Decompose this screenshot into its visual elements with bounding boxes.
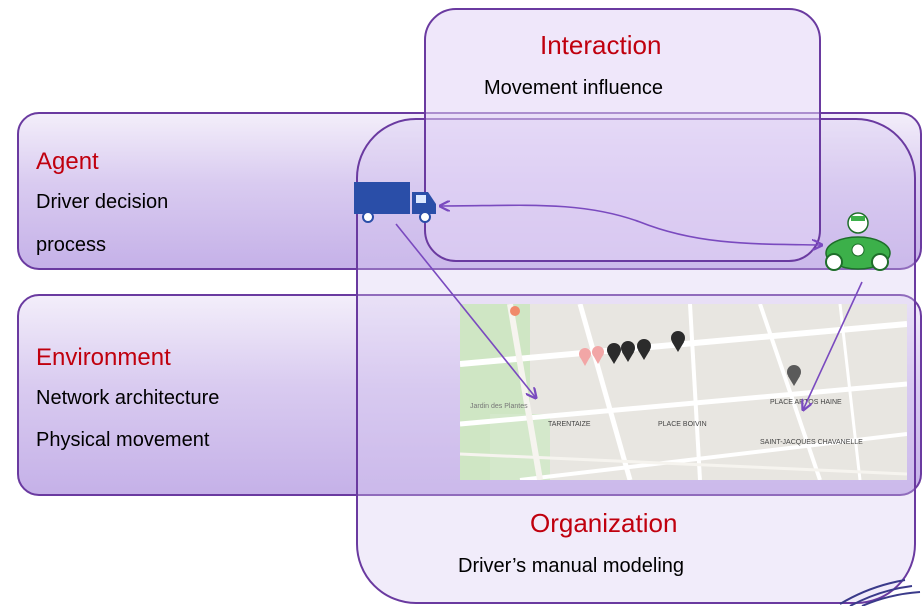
organization-subtitle: Driver’s manual modeling [458,555,685,577]
interaction-title: Interaction [540,30,662,60]
environment-line2: Physical movement [36,429,210,451]
interaction-subtitle: Movement influence [484,77,663,99]
svg-text:Jardin des Plantes: Jardin des Plantes [470,403,528,410]
map-label-saint-jacques: SAINT-JACQUES CHAVANELLE [760,439,863,446]
agent-line1: Driver decision [36,191,169,213]
environment-title: Environment [36,344,171,371]
truck-to-map-arrow [395,223,536,398]
map-pin-icon [510,306,801,386]
map-graphic: Jardin des Plantes TARENTAIZE PLACE BOIV… [460,304,907,480]
interaction-arrow [440,205,822,245]
agent-line2: process [36,234,107,256]
map-label-tarentaize: TARENTAIZE [548,421,591,428]
logo-mark [839,579,921,606]
car-to-map-arrow [803,281,863,410]
environment-line1: Network architecture [36,387,220,409]
agent-title: Agent [36,148,99,175]
organization-title: Organization [530,508,678,538]
truck-icon [354,182,436,223]
map-label-place-boivin: PLACE BOIVIN [658,421,707,428]
race-car-icon [825,212,891,271]
